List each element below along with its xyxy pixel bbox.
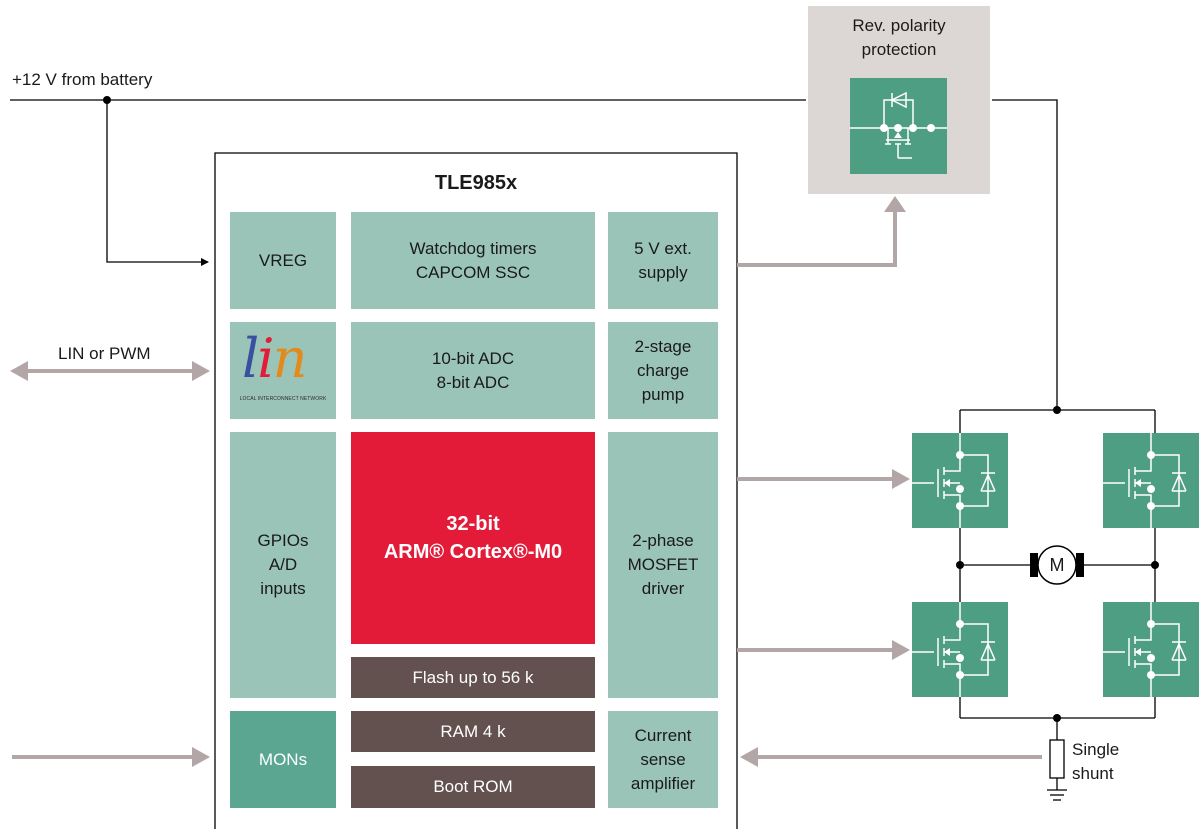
cpu-core: ARM® Cortex®-M0 xyxy=(383,541,563,563)
vreg-feed-line xyxy=(106,100,209,266)
chip-title: TLE985x xyxy=(434,172,518,194)
gpio-block: GPIOs A/D inputs xyxy=(230,432,336,698)
mosfet-low-right xyxy=(1103,602,1199,697)
boot-rom-block: Boot ROM xyxy=(351,766,595,808)
cpu-block: 32-bit ARM® Cortex®-M0 xyxy=(351,432,595,644)
cpu-bits: 32-bit xyxy=(446,513,500,535)
lin-pwm-label: LIN or PWM xyxy=(58,344,151,363)
rev-polarity-module xyxy=(850,78,947,174)
arrowhead-right xyxy=(192,361,210,381)
ext-supply-block: 5 V ext. supply xyxy=(608,212,718,309)
shunt-label: Single shunt xyxy=(1072,740,1120,783)
vreg-block: VREG xyxy=(230,212,336,309)
chip-outline xyxy=(214,152,738,829)
current-sense-block: Current sense amplifier xyxy=(608,711,718,808)
lin-logo-icon: lin xyxy=(242,327,307,390)
mons-block: MONs xyxy=(230,711,336,808)
supply-line-right xyxy=(992,99,1058,410)
flash-block: Flash up to 56 k xyxy=(351,657,595,698)
ext-supply-arrow-line xyxy=(737,210,897,267)
watchdog-block: Watchdog timers CAPCOM SSC xyxy=(351,212,595,309)
battery-label: +12 V from battery xyxy=(12,70,153,89)
rev-polarity-label: Rev. polarity protection xyxy=(852,16,946,59)
mosfet-low-left xyxy=(912,602,1008,697)
mosfet-high-right xyxy=(1103,433,1199,528)
shunt-symbol xyxy=(1047,718,1067,801)
arrowhead-up xyxy=(884,196,906,212)
arrowhead-left xyxy=(10,361,28,381)
mosfet-driver-block: 2-phase MOSFET driver xyxy=(608,432,718,698)
lin-logo-caption: LOCAL INTERCONNECT NETWORK xyxy=(239,396,327,402)
charge-pump-block: 2-stage charge pump xyxy=(608,322,718,419)
ram-block: RAM 4 k xyxy=(351,711,595,752)
motor-symbol xyxy=(1030,545,1084,585)
mosfet-high-left xyxy=(912,433,1008,528)
motor-label: M xyxy=(1049,555,1065,575)
lin-logo-block: lin LOCAL INTERCONNECT NETWORK xyxy=(230,322,336,419)
adc-block: 10-bit ADC 8-bit ADC xyxy=(351,322,595,419)
